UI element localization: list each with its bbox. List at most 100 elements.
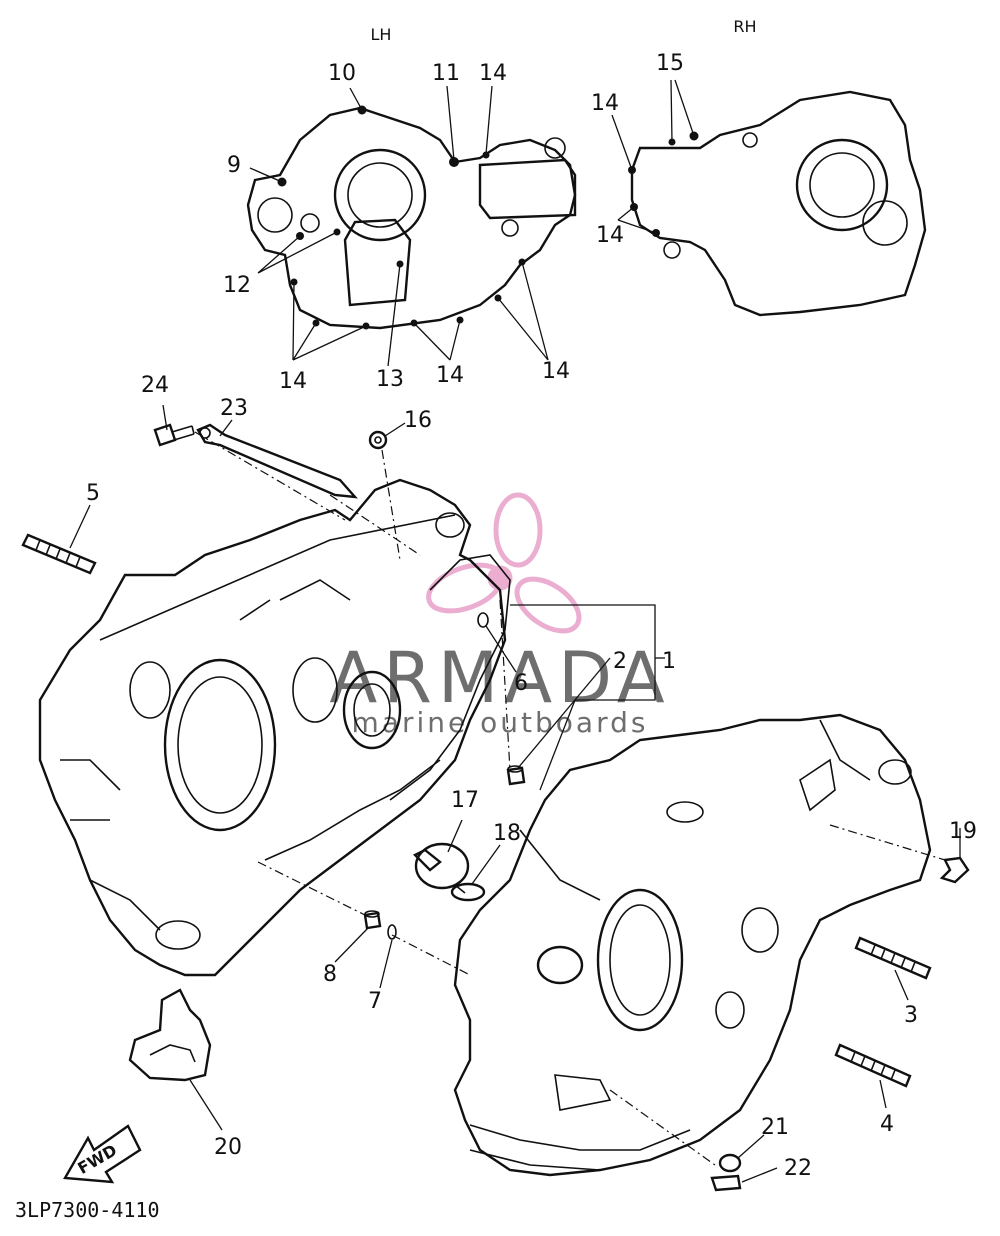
callout-11: 11: [432, 61, 460, 86]
dash-21: [609, 1089, 716, 1166]
o-ring-6: [477, 612, 489, 628]
callout-7: 7: [368, 989, 382, 1014]
dash-24-23: [194, 431, 346, 521]
callout-14: 14: [436, 363, 464, 388]
callout-20: 20: [214, 1135, 242, 1160]
leader-9: [249, 167, 283, 183]
right-tab: [799, 758, 836, 812]
dash-23: [329, 494, 421, 556]
leader-10: [349, 87, 363, 111]
oil-plug-17: [412, 842, 470, 894]
callout-13: 13: [376, 367, 404, 392]
stud-3: [854, 936, 932, 980]
watermark-tagline: marine outboards: [352, 706, 649, 739]
leader-6: [485, 625, 517, 673]
callout-2: 2: [613, 649, 627, 674]
left-case-flange: [264, 759, 441, 861]
rh-secondary-bore: [862, 200, 908, 246]
leader-15: [670, 79, 695, 143]
fwd-arrow-icon: FWD: [63, 1124, 142, 1184]
rh-main-bore: [795, 138, 889, 232]
o-ring-18: [450, 882, 486, 902]
callout-17: 17: [451, 788, 479, 813]
clip-19: [939, 856, 970, 884]
callout-16: 16: [404, 408, 432, 433]
dash-8: [257, 861, 366, 916]
sealant-dot: [449, 157, 459, 167]
callout-22: 22: [784, 1156, 812, 1181]
left-case-ribs: [60, 759, 161, 931]
cap-21: [718, 1153, 742, 1173]
leader-3: [894, 969, 909, 1001]
part-number: 3LP7300-4110: [15, 1198, 160, 1222]
rh-case-outline: [630, 90, 927, 317]
armada-watermark: ARMADA marine outboards: [329, 492, 670, 739]
stud-5: [21, 533, 97, 575]
leader-5: [69, 504, 91, 549]
leader-21: [737, 1134, 765, 1159]
callout-10: 10: [328, 61, 356, 86]
right-case-outline: [453, 713, 932, 1177]
right-bracket: [554, 1074, 612, 1111]
callout-14: 14: [542, 359, 570, 384]
left-case-outline: [38, 478, 507, 977]
lh-case-outline: [246, 106, 577, 330]
leader-13: [387, 263, 401, 367]
left-main-bearing-bore: [163, 658, 277, 832]
callout-3: 3: [904, 1003, 918, 1028]
callout-23: 23: [220, 396, 248, 421]
lh-shaft-housing: [478, 158, 577, 220]
leader-lines: [69, 404, 961, 1183]
leader-16: [384, 422, 406, 437]
left-top-boss: [435, 512, 465, 538]
plate-23-hole: [199, 427, 211, 439]
dash-7: [391, 934, 471, 976]
right-case-webs: [519, 719, 871, 901]
callout-12: 12: [223, 273, 251, 298]
left-bore-2: [292, 657, 338, 723]
dowel-2: [506, 765, 526, 786]
leader-14d: [497, 261, 549, 361]
guide-20-detail: [149, 1044, 196, 1063]
callout-18: 18: [493, 821, 521, 846]
clamp-22: [710, 1174, 742, 1192]
callout-15: 15: [656, 51, 684, 76]
left-drain-boss: [155, 920, 201, 950]
leader-22: [741, 1167, 778, 1183]
leader-14b: [292, 281, 367, 361]
right-top-boss: [878, 759, 912, 785]
leader-14a: [485, 85, 493, 155]
leader-7: [379, 939, 393, 989]
rh-main-bore-inner: [809, 152, 875, 218]
left-case-ridge: [99, 514, 456, 641]
right-crankcase-half: [453, 713, 932, 1177]
left-case-webs: [239, 579, 351, 621]
leader-14c: [413, 319, 461, 361]
callout-9: 9: [227, 153, 241, 178]
lh-small-hole: [300, 213, 320, 233]
callout-14: 14: [279, 369, 307, 394]
callout-8: 8: [323, 962, 337, 987]
rh-lower-boss: [663, 241, 681, 259]
left-main-bearing-inner: [177, 676, 263, 814]
nut-16: [368, 430, 388, 450]
callout-21: 21: [761, 1115, 789, 1140]
right-oil-boss: [536, 945, 584, 985]
lh-top-boss: [544, 137, 566, 159]
left-shaft-bore: [342, 670, 402, 750]
callout-24: 24: [141, 373, 169, 398]
watermark-brand: ARMADA: [329, 637, 670, 719]
plate-23: [196, 423, 358, 499]
stud-4: [834, 1043, 912, 1088]
leader-20: [189, 1079, 223, 1131]
o-ring-7: [387, 924, 397, 940]
lh-side-boss: [501, 219, 519, 237]
leader-14f: [617, 206, 657, 234]
right-boss-1: [741, 907, 779, 953]
bracket-1: [510, 604, 656, 701]
lh-crankcase-sealing-view: [246, 85, 577, 367]
left-gasket-edge: [389, 554, 511, 801]
lh-main-bore: [333, 148, 427, 242]
right-top-bore: [666, 801, 704, 823]
